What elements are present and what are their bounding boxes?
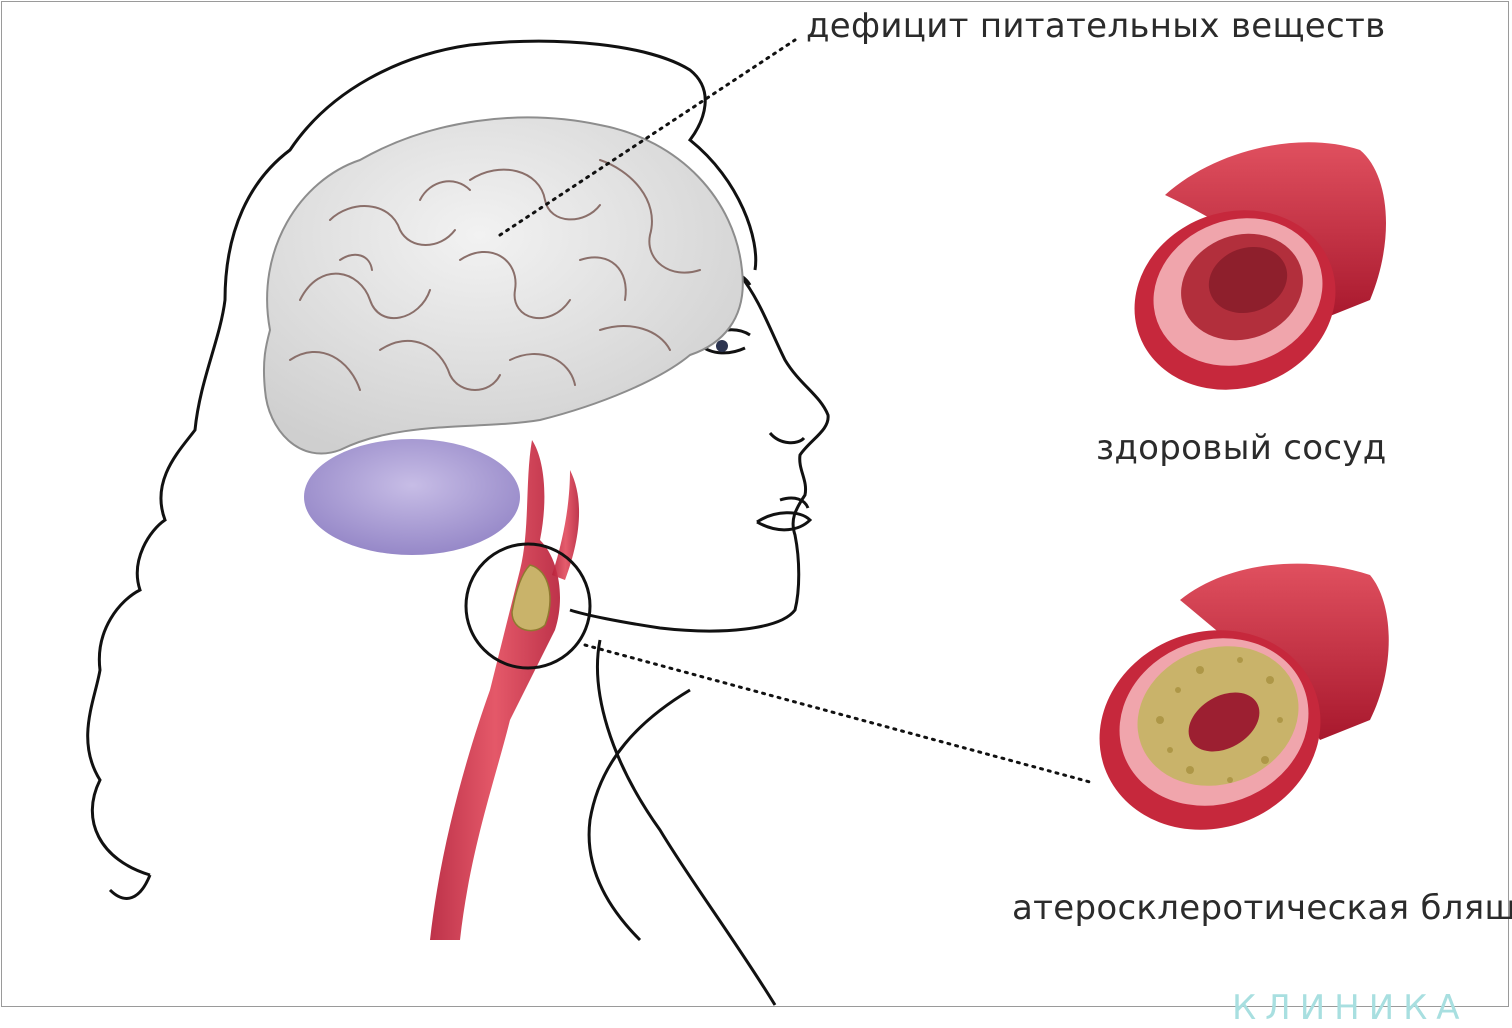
neck-line <box>589 690 690 940</box>
label-atherosclerotic-plaque: атеросклеротическая бляшка <box>1012 888 1512 928</box>
brain <box>264 118 743 454</box>
label-nutrient-deficit: дефицит питательных веществ <box>806 6 1385 46</box>
leader-line-plaque <box>585 645 1090 782</box>
plaque-in-artery <box>512 565 550 631</box>
label-healthy-vessel: здоровый сосуд <box>1096 428 1387 468</box>
nose-icon <box>770 433 804 443</box>
healthy-vessel-cross-section <box>1109 142 1386 417</box>
watermark: КЛИНИКА <box>1232 988 1469 1028</box>
lips-icon <box>757 498 810 530</box>
cerebellum <box>304 439 520 555</box>
plaque-vessel-cross-section <box>1071 564 1389 861</box>
hair-left-strands <box>110 875 150 898</box>
